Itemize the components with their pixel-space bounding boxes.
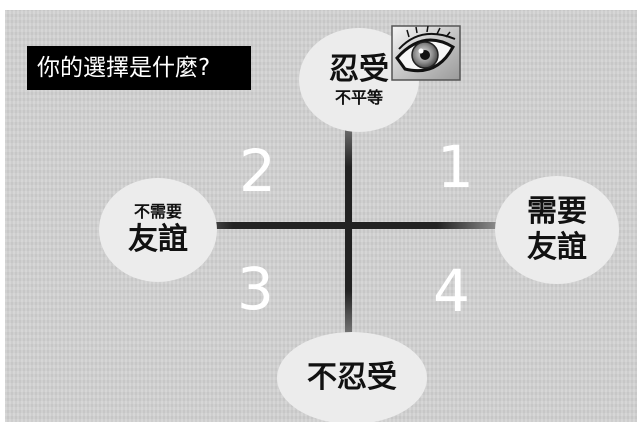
left-sub-label: 不需要 xyxy=(133,202,182,221)
horizontal-axis xyxy=(165,222,505,229)
right-line2-label: 友誼 xyxy=(527,230,587,265)
bottom-main-label: 不忍受 xyxy=(307,360,397,395)
page-title: 你的選擇是什麼? xyxy=(27,46,251,90)
diagram-slide: 你的選擇是什麼? 2 1 3 4 忍受 不平等 不需要 xyxy=(5,10,637,422)
top-sub-label: 不平等 xyxy=(334,88,383,107)
vertical-axis xyxy=(345,105,352,353)
left-main-label: 友誼 xyxy=(128,222,188,257)
quadrant-4-number: 4 xyxy=(433,257,470,325)
top-main-label: 忍受 xyxy=(329,52,389,87)
quadrant-3-number: 3 xyxy=(237,255,274,323)
quadrant-2-number: 2 xyxy=(239,137,276,205)
right-line1-label: 需要 xyxy=(527,194,587,229)
eye-icon xyxy=(391,25,461,81)
left-bubble: 不需要 友誼 xyxy=(99,178,217,282)
quadrant-1-number: 1 xyxy=(437,133,474,201)
right-bubble: 需要 友誼 xyxy=(495,176,619,284)
bottom-bubble: 不忍受 xyxy=(277,332,427,422)
